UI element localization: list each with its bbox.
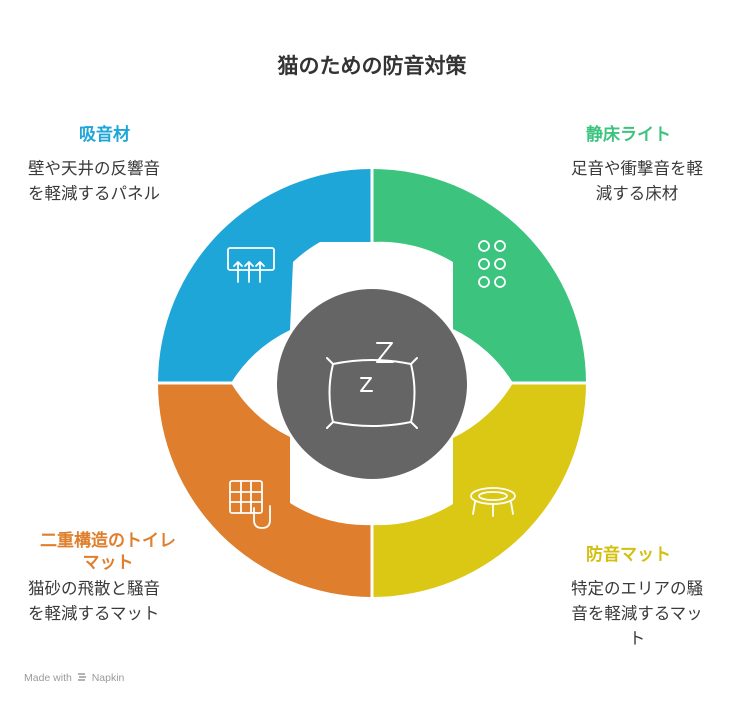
napkin-logo-icon [77, 673, 86, 681]
desc-bottom-right: 特定のエリアの騒 音を軽減するマッ ト [555, 576, 719, 651]
desc-line: 足音や衝撃音を軽 [571, 159, 703, 178]
segment-top-left [158, 169, 372, 383]
label-bottom-left: 二重構造のトイレ マット [28, 530, 188, 574]
desc-line: ト [628, 629, 646, 648]
desc-top-right: 足音や衝撃音を軽 減する床材 [555, 156, 719, 206]
made-with-text: Made with [24, 672, 72, 684]
segment-top-right [372, 169, 586, 383]
label-top-right: 静床ライト [586, 125, 671, 145]
heating-panel-icon [227, 247, 275, 283]
dots-grid-icon [478, 240, 506, 288]
grid-pipe-icon [229, 480, 271, 529]
desc-line: 減する床材 [595, 184, 679, 203]
footer-credit: Made with Napkin [24, 672, 124, 684]
desc-line: 特定のエリアの騒 [571, 579, 703, 598]
label-top-left: 吸音材 [79, 125, 130, 145]
sleeping-pillow-icon [326, 342, 418, 429]
segment-bottom-left [158, 383, 372, 597]
desc-bottom-left: 猫砂の飛散と騒音 を軽減するマット [28, 576, 160, 626]
page-title: 猫のための防音対策 [277, 54, 467, 78]
center-circle [277, 289, 467, 479]
desc-top-left: 壁や天井の反響音 を軽減するパネル [28, 156, 160, 206]
brand-text: Napkin [91, 672, 125, 684]
label-line: 二重構造のトイレ [40, 531, 176, 551]
label-line: マット [82, 553, 134, 573]
label-bottom-right: 防音マット [586, 545, 671, 565]
desc-line: 壁や天井の反響音 [28, 159, 160, 178]
desc-line: 音を軽減するマッ [571, 604, 703, 623]
desc-line: 猫砂の飛散と騒音 [28, 579, 160, 598]
desc-line: を軽減するマット [28, 604, 160, 623]
desc-line: を軽減するパネル [28, 184, 160, 203]
trampoline-icon [470, 487, 516, 517]
